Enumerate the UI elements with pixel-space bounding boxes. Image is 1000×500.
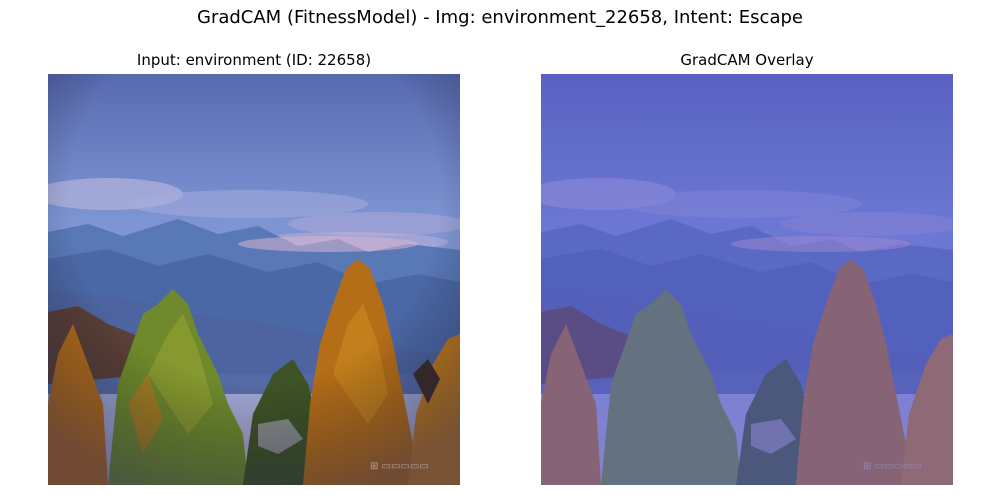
svg-text:⊞ ▭▭▭▭▭: ⊞ ▭▭▭▭▭ [370, 461, 429, 472]
figure-title: GradCAM (FitnessModel) - Img: environmen… [197, 7, 803, 28]
gradcam-overlay-image: ⊞ ▭▭▭▭▭ [541, 74, 953, 485]
gradcam-overlay-title: GradCAM Overlay [680, 51, 814, 69]
gradcam-heatmap-layer [541, 74, 953, 485]
input-image-title: Input: environment (ID: 22658) [136, 51, 372, 69]
input-image: ⊞ ▭▭▭▭▭ [48, 74, 460, 485]
